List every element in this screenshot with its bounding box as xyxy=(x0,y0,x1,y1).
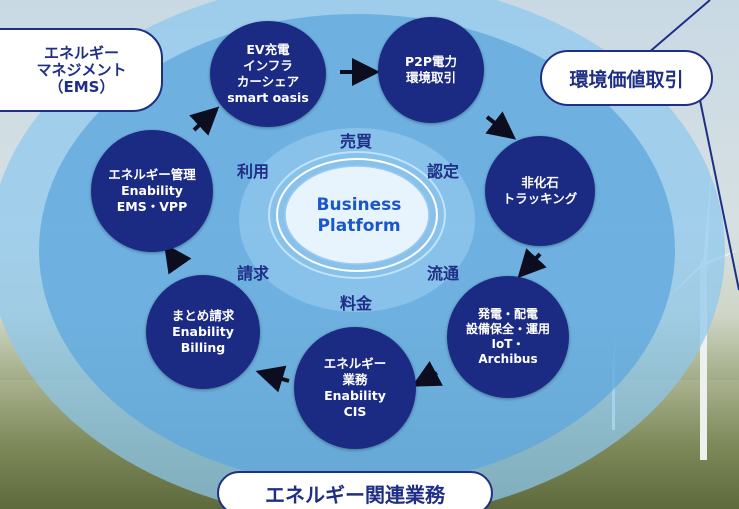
ring-label-billing: 請求 xyxy=(237,264,270,283)
arrow-p2p-to-nonfossil xyxy=(485,111,517,140)
business-platform-title: Business Platform xyxy=(316,195,402,236)
core-disc xyxy=(284,165,430,265)
core-ring-mid xyxy=(276,158,438,272)
node-ev-charging: EV充電 インフラ カーシェア smart oasis xyxy=(210,21,326,127)
arrow-billing-to-management xyxy=(163,243,192,275)
ring-label-certify: 認定 xyxy=(427,162,460,181)
energy-business-label: エネルギー関連業務 xyxy=(217,471,493,509)
ring-label-buy-sell: 売買 xyxy=(340,132,373,151)
ring-label-use: 利用 xyxy=(237,162,270,181)
node-consolidated-billing: まとめ請求 Enability Billing xyxy=(146,275,260,389)
node-generation-maintenance: 発電・配電 設備保全・運用 IoT・ Archibus xyxy=(447,276,569,398)
node-non-fossil-tracking: 非化石 トラッキング xyxy=(485,136,595,246)
ring-label-distribute: 流通 xyxy=(427,264,460,283)
arrow-management-to-ev xyxy=(189,106,220,136)
arrow-nonfossil-to-generation xyxy=(517,248,547,279)
core-ring-outer xyxy=(268,151,446,279)
arrow-ops-to-billing xyxy=(255,365,290,393)
ring-label-fee: 料金 xyxy=(340,294,373,313)
node-p2p-trading: P2P電力 環境取引 xyxy=(378,17,484,123)
arrow-generation-to-ops xyxy=(411,361,443,387)
ems-label: エネルギー マネジメント （EMS） xyxy=(0,28,163,112)
environment-trading-label: 環境価値取引 xyxy=(540,50,713,106)
node-energy-management: エネルギー管理 Enability EMS・VPP xyxy=(91,130,213,252)
node-energy-operations: エネルギー 業務 Enability CIS xyxy=(294,327,416,449)
